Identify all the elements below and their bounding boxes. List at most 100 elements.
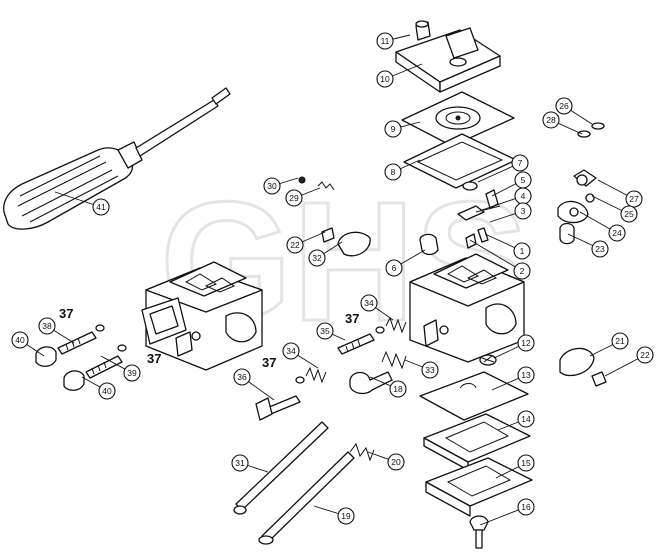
- callout-c12: 12: [517, 334, 535, 352]
- washers-part: [577, 122, 605, 138]
- callout-circle: [591, 240, 609, 258]
- callout-circle: [421, 361, 439, 379]
- callout-number: 16: [521, 502, 531, 512]
- callout-c1: 1: [513, 242, 531, 260]
- callout-number: 24: [612, 228, 622, 238]
- callout-c25: 25: [620, 205, 638, 223]
- callout-c23: 23: [591, 240, 609, 258]
- callout-circle: [611, 332, 629, 350]
- adjusting-screws-left: [35, 324, 127, 391]
- callout-c36: 36: [233, 368, 251, 386]
- callout-c27: 27: [625, 190, 643, 208]
- throttle-linkage-part: [557, 169, 597, 245]
- callout-circle: [337, 507, 355, 525]
- callout-c35: 35: [316, 322, 334, 340]
- callout-circle: [316, 322, 334, 340]
- bold-label-b37b: 37: [147, 351, 161, 366]
- callout-circle: [308, 249, 326, 267]
- callout-circle: [517, 410, 535, 428]
- callout-circle: [511, 154, 529, 172]
- callout-c40b: 40: [98, 382, 116, 400]
- callout-circle: [286, 236, 304, 254]
- callout-number: 23: [595, 244, 605, 254]
- callout-c33: 33: [421, 361, 439, 379]
- callout-number: 4: [521, 191, 526, 201]
- callout-number: 11: [381, 36, 390, 46]
- callout-c24: 24: [608, 224, 626, 242]
- callout-circle: [517, 454, 535, 472]
- callout-number: 30: [267, 181, 277, 191]
- idle-parts-group: [298, 176, 371, 257]
- callout-number: 3: [521, 206, 526, 216]
- shafts-part: [233, 421, 375, 545]
- callout-c14: 14: [517, 410, 535, 428]
- callout-number: 1: [520, 246, 525, 256]
- callout-c29: 29: [285, 189, 303, 207]
- callout-number: 20: [391, 457, 401, 467]
- callout-number: 25: [624, 209, 634, 219]
- callout-number: 14: [521, 414, 531, 424]
- callout-c30: 30: [263, 177, 281, 195]
- callout-number: 32: [312, 253, 322, 263]
- callout-number: 9: [391, 124, 396, 134]
- callout-number: 39: [127, 368, 137, 378]
- callout-circle: [384, 120, 402, 138]
- callout-c4: 4: [514, 187, 532, 205]
- callout-c20: 20: [387, 453, 405, 471]
- callout-circle: [263, 177, 281, 195]
- callout-circle: [282, 342, 300, 360]
- callout-circle: [517, 498, 535, 516]
- callout-number: 40: [15, 335, 25, 345]
- bold-label-b37c: 37: [345, 311, 359, 326]
- callout-number: 27: [629, 194, 639, 204]
- callout-circle: [233, 368, 251, 386]
- callout-circle: [123, 364, 141, 382]
- callout-number: 34: [364, 298, 374, 308]
- callout-c38: 38: [38, 317, 56, 335]
- callout-c31: 31: [231, 454, 249, 472]
- metering-stack-part: [419, 354, 533, 549]
- callout-c2: 2: [513, 262, 531, 280]
- callout-c19: 19: [337, 507, 355, 525]
- callout-c39: 39: [123, 364, 141, 382]
- callout-c22a: 22: [286, 236, 304, 254]
- callout-circle: [620, 205, 638, 223]
- callout-number: 22: [640, 350, 650, 360]
- callout-circle: [11, 331, 29, 349]
- callout-number: 10: [380, 74, 390, 84]
- callout-number: 6: [392, 263, 397, 273]
- callout-c41: 41: [92, 198, 110, 216]
- callout-circle: [98, 382, 116, 400]
- callout-number: 40: [102, 386, 112, 396]
- pump-cover-part: [395, 20, 501, 93]
- callout-circle: [231, 454, 249, 472]
- callout-c9: 9: [384, 120, 402, 138]
- callout-number: 29: [289, 193, 299, 203]
- callout-circle: [285, 189, 303, 207]
- callout-circle: [636, 346, 654, 364]
- callout-c40a: 40: [11, 331, 29, 349]
- callout-number: 13: [521, 370, 531, 380]
- callout-number: 18: [393, 384, 403, 394]
- callout-c5: 5: [514, 171, 532, 189]
- callout-c15: 15: [517, 454, 535, 472]
- callout-number: 35: [320, 326, 330, 336]
- callout-circle: [555, 97, 573, 115]
- callout-circle: [376, 70, 394, 88]
- callout-c10: 10: [376, 70, 394, 88]
- callout-c21: 21: [611, 332, 629, 350]
- callout-circle: [385, 259, 403, 277]
- callout-circle: [513, 262, 531, 280]
- callout-circle: [376, 32, 394, 50]
- callout-number: 28: [546, 115, 556, 125]
- callout-c28: 28: [542, 111, 560, 129]
- callout-circle: [517, 366, 535, 384]
- callout-number: 7: [518, 158, 523, 168]
- callout-circle: [513, 242, 531, 260]
- callout-c16: 16: [517, 498, 535, 516]
- callout-number: 33: [425, 365, 435, 375]
- throttle-valve-part: [559, 347, 607, 387]
- callout-number: 36: [237, 372, 247, 382]
- callout-c8: 8: [384, 163, 402, 181]
